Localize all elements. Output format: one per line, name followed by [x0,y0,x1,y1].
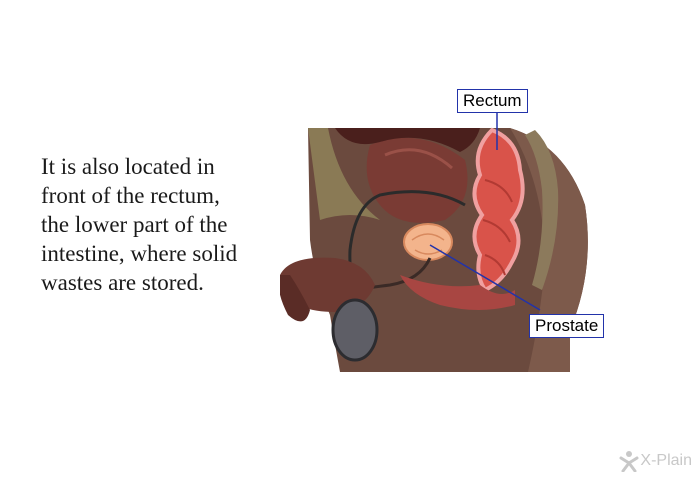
sacrum [525,130,559,290]
rectum-label: Rectum [457,89,528,113]
penis-tip [280,275,310,322]
prostate-leader-line [429,244,541,311]
logo-text: X-Plain [640,452,692,469]
abdominal-cavity [335,128,480,152]
bladder-highlight [384,148,453,170]
rectum-folds [482,179,513,276]
x-plain-logo: X-Plain [619,450,692,472]
pelvic-floor-muscle [400,275,515,310]
male-pelvis-anatomy-illustration [280,111,588,372]
description-text: It is also located in front of the rectu… [41,154,238,295]
testis [331,298,379,362]
abdominal-wall [308,128,380,220]
prostate-label: Prostate [529,314,605,338]
x-plain-figure-icon [619,451,639,472]
